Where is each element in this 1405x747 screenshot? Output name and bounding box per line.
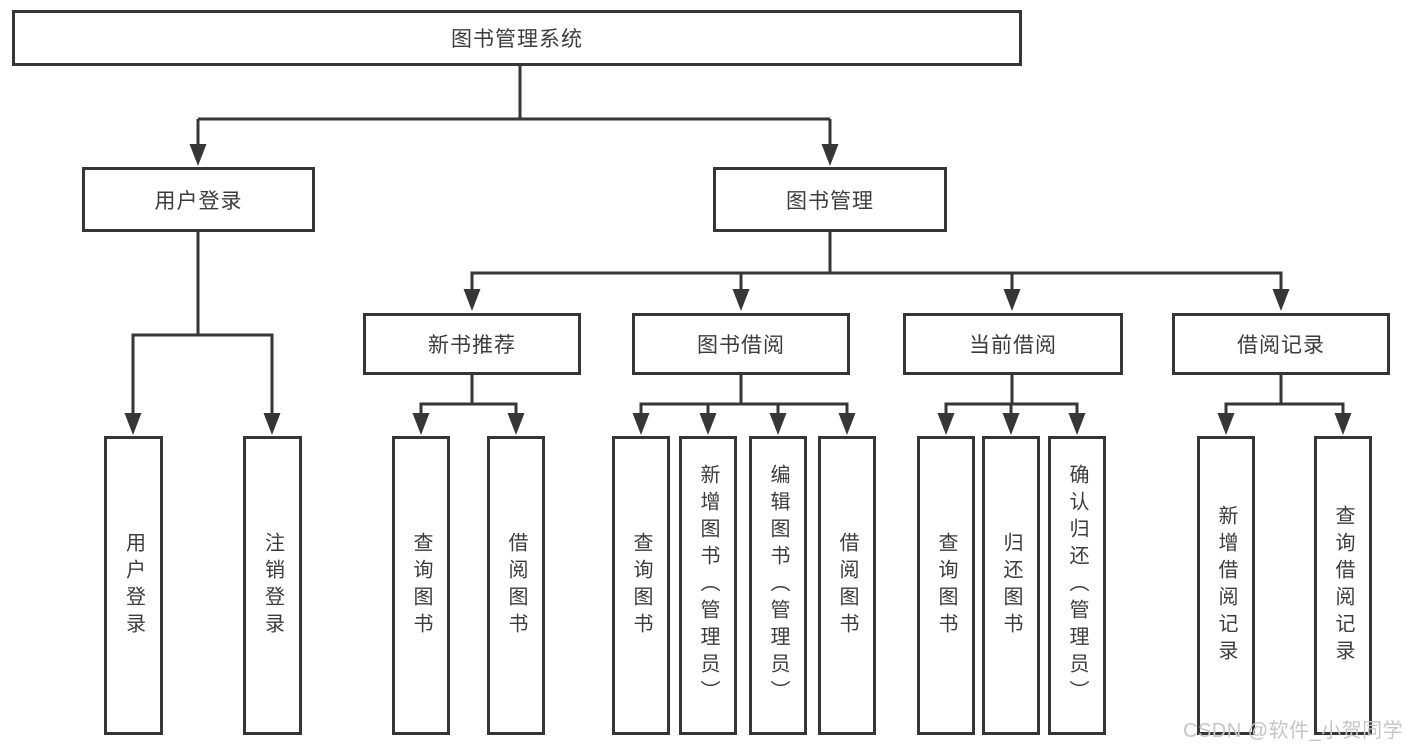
node-book-borrowing: 图书借阅 [632,313,850,375]
csdn-watermark: CSDN @软件_小贺同学 [1183,720,1404,742]
leaf-user-login-label: 用户登录 [122,531,145,640]
node-library-system-label: 图书管理系统 [451,28,583,51]
leaf-borrowing-edit-books-admin: 编辑图书（管理员） [749,436,807,735]
leaf-current-confirm-return-admin-label: 确认归还（管理员） [1066,464,1088,707]
leaf-recommend-query-books: 查询图书 [392,436,450,735]
leaf-current-query-books: 查询图书 [917,436,975,735]
leaf-current-confirm-return-admin: 确认归还（管理员） [1048,436,1106,735]
node-borrow-records: 借阅记录 [1172,313,1390,375]
leaf-borrowing-add-books-admin-label: 新增图书（管理员） [697,464,719,707]
leaf-borrowing-add-books-admin: 新增图书（管理员） [679,436,737,735]
node-user-login-label: 用户登录 [154,189,243,213]
node-book-management-label: 图书管理 [786,189,874,213]
leaf-borrowing-query-books: 查询图书 [612,436,670,735]
leaf-borrowing-borrow-books-label: 借阅图书 [836,531,858,640]
node-borrow-records-label: 借阅记录 [1237,334,1325,357]
node-current-borrowing-label: 当前借阅 [969,334,1057,357]
leaf-records-query-record: 查询借阅记录 [1314,436,1372,735]
leaf-current-return-books-label: 归还图书 [1000,531,1022,640]
node-book-management: 图书管理 [713,167,947,232]
node-library-system: 图书管理系统 [12,10,1022,66]
leaf-borrowing-borrow-books: 借阅图书 [818,436,876,735]
leaf-recommend-borrow-books: 借阅图书 [487,436,545,735]
node-book-borrowing-label: 图书借阅 [697,334,785,357]
leaf-borrowing-edit-books-admin-label: 编辑图书（管理员） [767,464,789,707]
node-new-book-recommend: 新书推荐 [363,313,581,375]
leaf-logout-label: 注销登录 [261,531,284,640]
leaf-current-query-books-label: 查询图书 [935,531,957,640]
connector-segments [131,64,1345,414]
leaf-borrowing-query-books-label: 查询图书 [630,531,652,640]
node-current-borrowing: 当前借阅 [903,313,1123,375]
node-user-login: 用户登录 [82,167,315,232]
leaf-recommend-query-books-label: 查询图书 [410,531,432,640]
leaf-records-query-record-label: 查询借阅记录 [1332,504,1354,667]
leaf-records-add-record-label: 新增借阅记录 [1215,504,1237,667]
node-new-book-recommend-label: 新书推荐 [428,334,516,357]
leaf-user-login: 用户登录 [104,436,163,735]
leaf-records-add-record: 新增借阅记录 [1197,436,1255,735]
leaf-logout: 注销登录 [243,436,302,735]
arrowheads [124,144,1352,435]
leaf-recommend-borrow-books-label: 借阅图书 [505,531,527,640]
leaf-current-return-books: 归还图书 [982,436,1040,735]
